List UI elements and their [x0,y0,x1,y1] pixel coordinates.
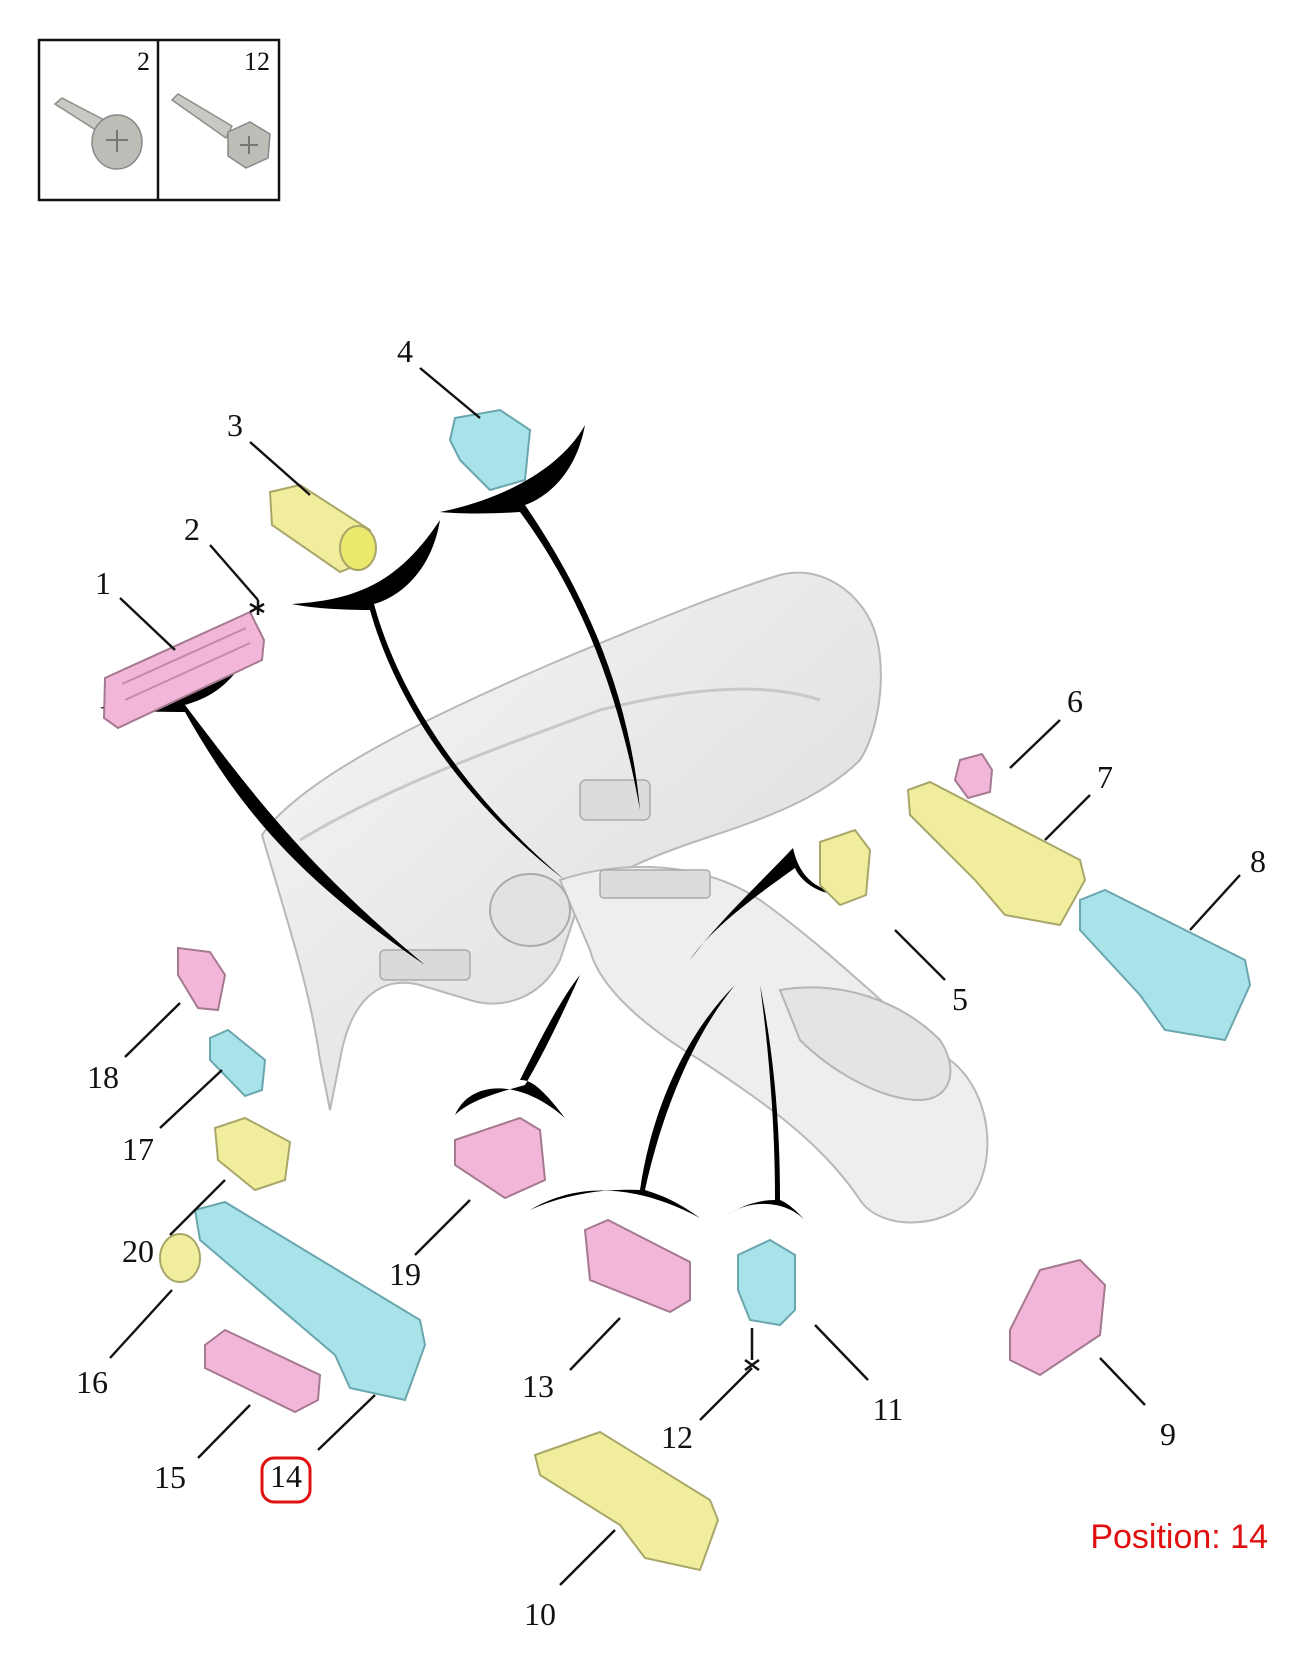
callout-1[interactable]: 1 [95,565,111,601]
fastener-marker-2 [249,600,265,615]
callout-17[interactable]: 17 [122,1131,154,1167]
callout-numbers: 1 2 3 4 5 6 7 8 9 10 11 12 13 14 15 16 1… [76,333,1266,1632]
part-15-window-switch[interactable] [204,1328,322,1414]
part-7-door-switch-bezel[interactable] [906,780,1087,927]
part-19-switch-cover[interactable] [454,1116,547,1200]
callout-20[interactable]: 20 [122,1233,154,1269]
part-9-switch-unit[interactable] [1009,1258,1107,1377]
part-8-door-switch-bezel[interactable] [1079,888,1252,1042]
callout-7[interactable]: 7 [1097,759,1113,795]
part-14-door-switch-bezel[interactable] [193,1200,427,1402]
callout-11[interactable]: 11 [873,1391,904,1427]
part-18-connector[interactable] [177,946,227,1012]
callout-18[interactable]: 18 [87,1059,119,1095]
screw-pan-head-icon [53,97,143,170]
callout-12[interactable]: 12 [661,1419,693,1455]
callout-14[interactable]: 14 [270,1458,302,1494]
legend-number-2: 2 [137,47,150,76]
leader-bands [100,425,860,1224]
callout-13[interactable]: 13 [522,1368,554,1404]
fastener-legend: 2 12 [37,38,281,202]
part-5-switch-module[interactable] [819,828,872,907]
part-3-push-button-switch[interactable] [268,483,377,574]
fastener-marker-12 [744,1328,760,1372]
callout-5[interactable]: 5 [952,981,968,1017]
part-11-switch-module[interactable] [737,1238,796,1327]
position-label: Position: 14 [1090,1518,1268,1556]
callout-10[interactable]: 10 [524,1596,556,1632]
part-16-knob[interactable] [159,1233,201,1283]
legend-number-12: 12 [244,47,270,76]
callout-8[interactable]: 8 [1250,843,1266,879]
callout-19[interactable]: 19 [389,1256,421,1292]
callout-4[interactable]: 4 [397,333,413,369]
callout-15[interactable]: 15 [154,1459,186,1495]
position-14-highlight [260,1456,312,1504]
screw-hex-head-icon [170,93,271,169]
callout-2[interactable]: 2 [184,511,200,547]
part-10-door-switch-bezel[interactable] [533,1430,720,1572]
part-13-switch-panel[interactable] [583,1218,691,1314]
part-17-socket[interactable] [209,1028,267,1098]
part-6-small-switch[interactable] [953,752,994,800]
callout-3[interactable]: 3 [227,407,243,443]
dashboard-assembly [260,571,989,1224]
leader-lines [109,367,1241,1586]
callout-6[interactable]: 6 [1067,683,1083,719]
callout-9[interactable]: 9 [1160,1416,1176,1452]
callout-16[interactable]: 16 [76,1364,108,1400]
part-4-switch-module[interactable] [448,408,532,492]
part-20-usb-socket[interactable] [213,1116,292,1192]
